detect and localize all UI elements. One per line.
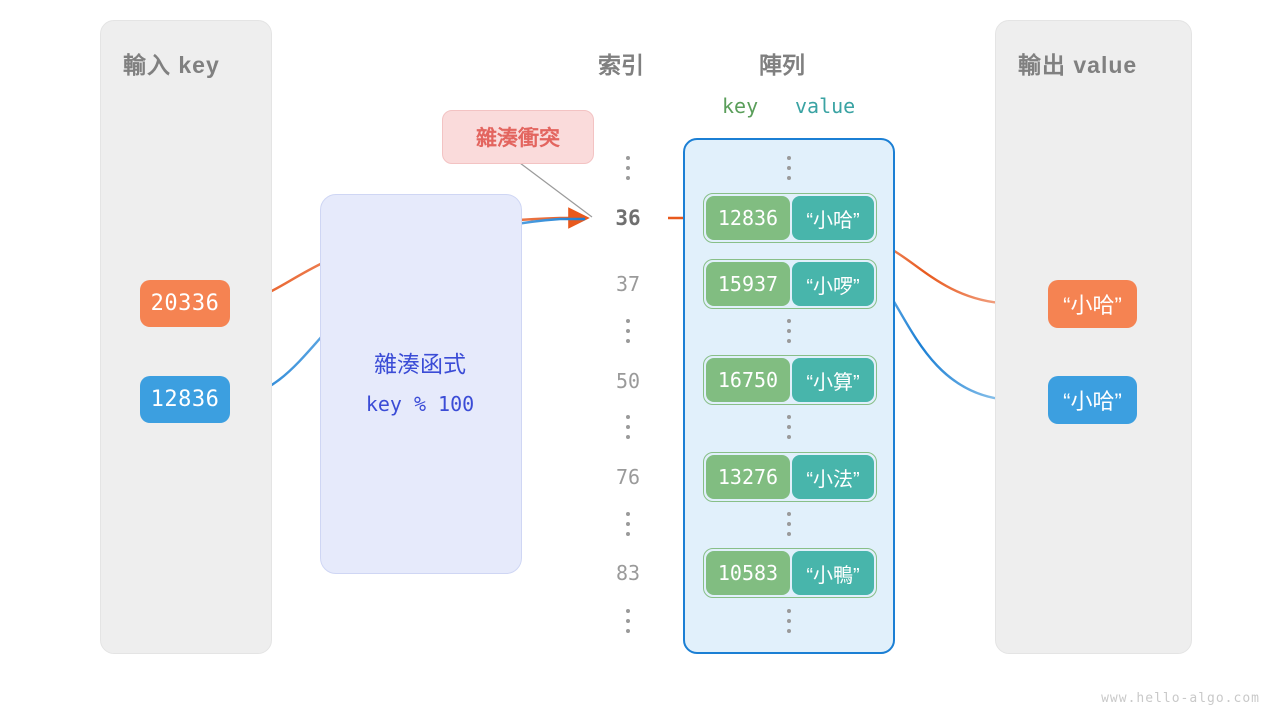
array-ellipsis-1 — [784, 319, 794, 343]
bucket-36-value: “小哈” — [791, 196, 874, 240]
value-column-header: value — [795, 94, 856, 118]
input-key-chip-1-label: 12836 — [150, 387, 220, 412]
bucket-37-value: “小啰” — [791, 262, 874, 306]
index-ellipsis-2 — [623, 415, 633, 439]
index-ellipsis-top — [623, 156, 633, 180]
index-label-50: 50 — [615, 369, 641, 393]
hash-function-box — [320, 194, 522, 574]
output-value-chip-1-label: “小哈” — [1063, 389, 1122, 414]
bucket-row-50[interactable]: 16750 “小算” — [703, 355, 877, 405]
bucket-row-37[interactable]: 15937 “小啰” — [703, 259, 877, 309]
key-column-header: key — [722, 94, 759, 118]
hash-function-expression: key % 100 — [365, 392, 475, 416]
hash-collision-callout: 雜湊衝突 — [442, 110, 594, 164]
array-column-header: 陣列 — [759, 52, 805, 78]
bucket-37-key: 15937 — [706, 262, 790, 306]
output-panel-title: 輸出 value — [1018, 52, 1138, 78]
index-label-37: 37 — [615, 272, 641, 296]
index-column-header: 索引 — [598, 52, 644, 78]
input-key-chip-1[interactable]: 12836 — [140, 376, 230, 423]
bucket-50-key: 16750 — [706, 358, 790, 402]
index-ellipsis-bottom — [623, 609, 633, 633]
hash-collision-label: 雜湊衝突 — [476, 127, 560, 150]
input-key-chip-0[interactable]: 20336 — [140, 280, 230, 327]
hash-function-title: 雜湊函式 — [374, 351, 466, 377]
bucket-row-83[interactable]: 10583 “小鴨” — [703, 548, 877, 598]
index-label-76: 76 — [615, 465, 641, 489]
array-ellipsis-bottom — [784, 609, 794, 633]
output-panel — [995, 20, 1192, 654]
input-panel-title: 輸入 key — [123, 52, 220, 78]
bucket-83-key: 10583 — [706, 551, 790, 595]
bucket-76-key: 13276 — [706, 455, 790, 499]
index-ellipsis-1 — [623, 319, 633, 343]
input-panel — [100, 20, 272, 654]
array-ellipsis-3 — [784, 512, 794, 536]
watermark: www.hello-algo.com — [1101, 691, 1260, 706]
index-ellipsis-3 — [623, 512, 633, 536]
bucket-50-value: “小算” — [791, 358, 874, 402]
index-label-83: 83 — [615, 561, 641, 585]
bucket-row-76[interactable]: 13276 “小法” — [703, 452, 877, 502]
input-key-chip-0-label: 20336 — [150, 291, 220, 316]
bucket-row-36[interactable]: 12836 “小哈” — [703, 193, 877, 243]
bucket-76-value: “小法” — [791, 455, 874, 499]
output-value-chip-1[interactable]: “小哈” — [1048, 376, 1137, 424]
index-label-36: 36 — [615, 206, 641, 230]
array-ellipsis-2 — [784, 415, 794, 439]
output-value-chip-0-label: “小哈” — [1063, 293, 1122, 318]
output-value-chip-0[interactable]: “小哈” — [1048, 280, 1137, 328]
bucket-36-key: 12836 — [706, 196, 790, 240]
bucket-83-value: “小鴨” — [791, 551, 874, 595]
array-ellipsis-top — [784, 156, 794, 180]
callout-leader-line — [519, 162, 593, 218]
